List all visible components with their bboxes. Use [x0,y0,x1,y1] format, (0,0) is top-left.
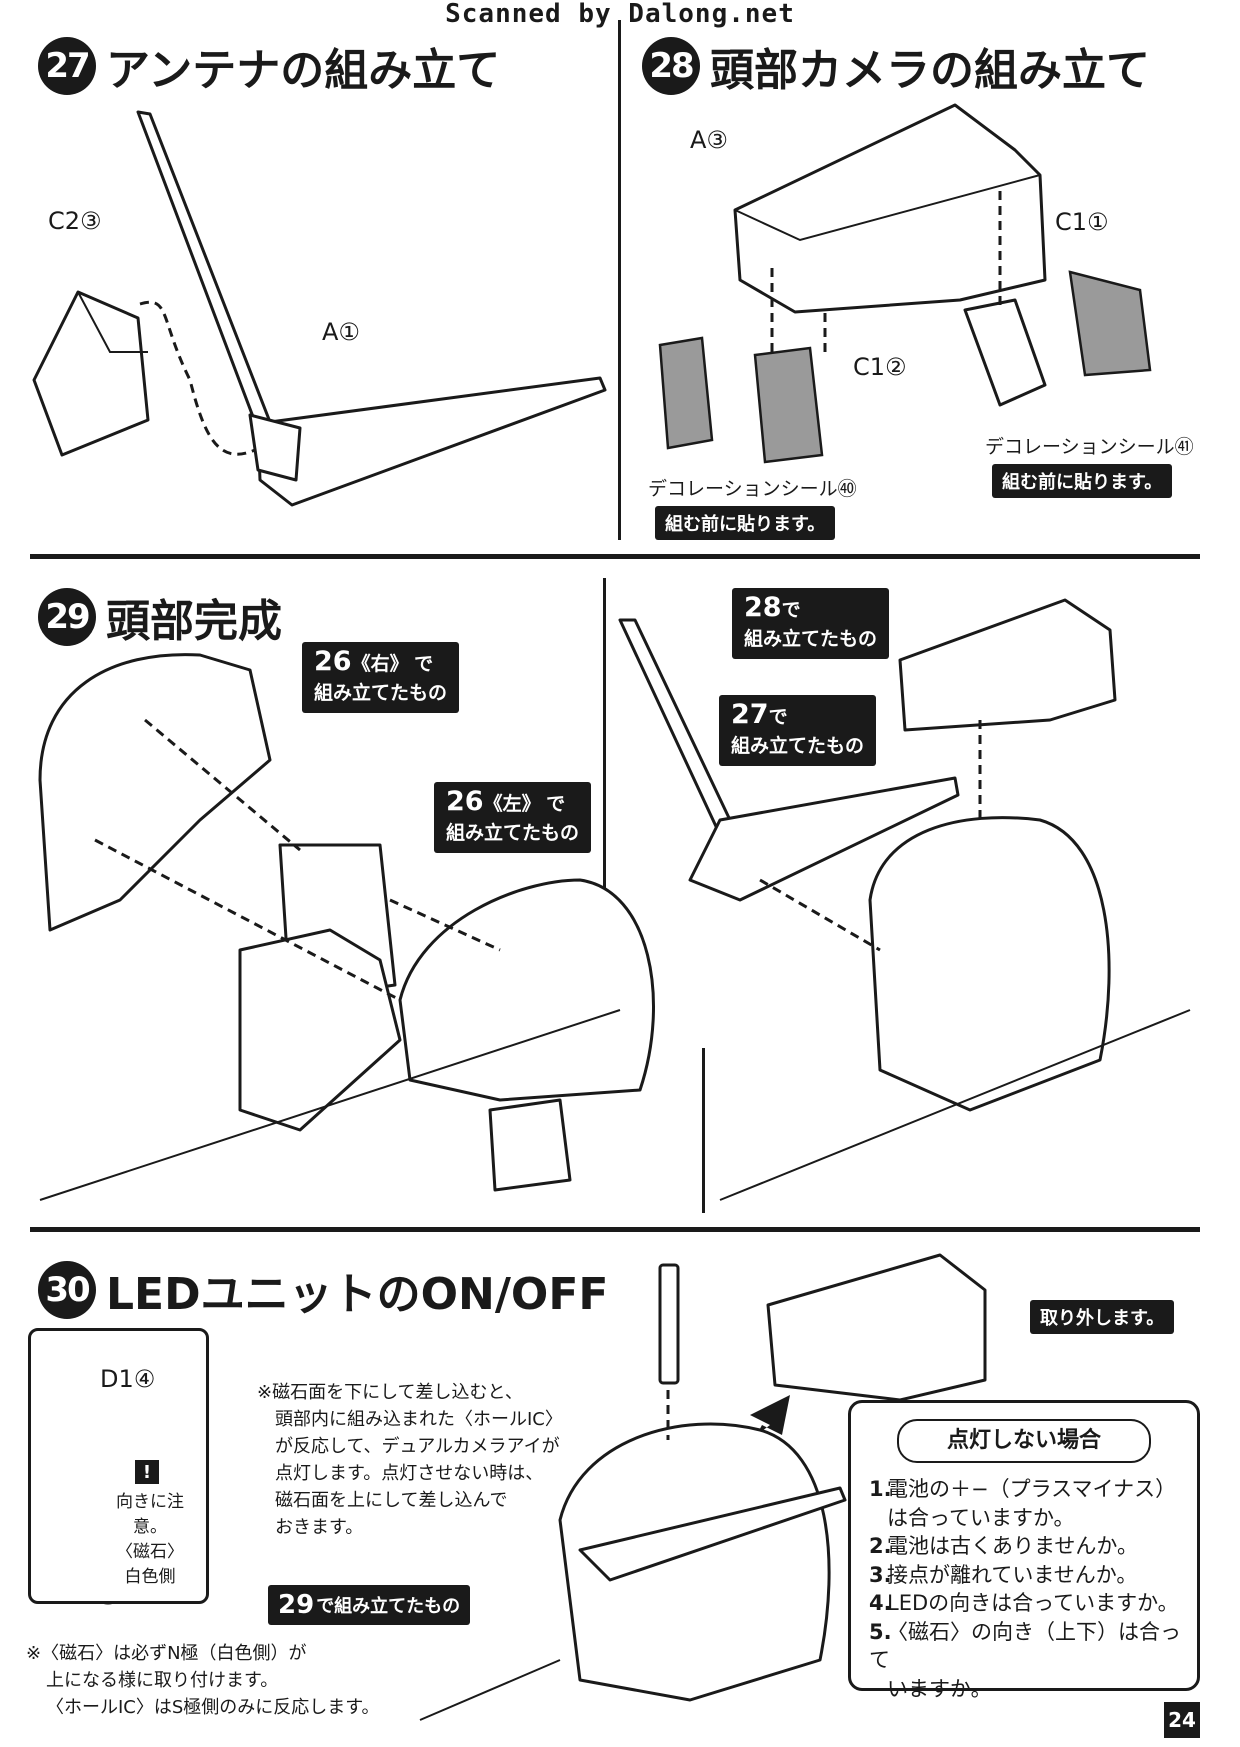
divider-vertical-mid-a [603,578,606,960]
step-28-header: 28 頭部カメラの組み立て [642,34,1150,98]
troubleshooting-title: 点灯しない場合 [897,1419,1151,1463]
callout-26-right-num: 26 [314,646,352,677]
seal-40-note: 組む前に貼ります。 [655,506,836,540]
part-label-a3: A③ [690,126,728,154]
instruction-line-2: 頭部内に組み込まれた〈ホールIC〉 [275,1409,563,1430]
page-number: 24 [1164,1702,1200,1738]
troubleshooting-item-text: 電池の＋−（プラスマイナス） [887,1477,1177,1501]
step-29-number: 29 [38,588,96,646]
instruction-line-1: ※磁石面を下にして差し込むと、 [257,1382,523,1403]
footnote-line-3: 〈ホールIC〉はS極側のみに反応します。 [46,1697,380,1718]
step-29-header: 29 頭部完成 [38,585,282,649]
callout-27-num: 27 [731,699,769,730]
callout-26-right: 26《右》 で 組み立てたもの [302,642,460,713]
part-label-c1-1: C1① [1055,208,1109,236]
divider-top [30,554,1200,559]
troubleshooting-item-number: 3. [869,1562,892,1587]
led-detail-panel [28,1328,209,1604]
callout-27-text: 組み立てたもの [731,735,865,757]
callout-28-de: で [781,599,801,621]
step-30-number: 30 [38,1261,96,1319]
troubleshooting-item: 2.電池は古くありませんか。 [869,1532,1197,1561]
troubleshooting-item-number: 2. [869,1534,892,1558]
callout-28: 28で 組み立てたもの [732,588,890,659]
troubleshooting-item: は合っていますか。 [869,1504,1197,1533]
troubleshooting-item-number: 5. [869,1619,892,1644]
callout-26-right-de: で [414,653,434,675]
callout-26-left-side: 《左》 [483,793,541,815]
troubleshooting-item-text: LEDの向きは合っていますか。 [887,1591,1179,1615]
callout-29-text: で組み立てたもの [316,1596,461,1617]
divider-vertical-top [618,20,621,540]
troubleshooting-item-text: は合っていますか。 [887,1505,1075,1530]
callout-28-text: 組み立てたもの [744,628,878,650]
callout-26-left-num: 26 [446,786,484,817]
callout-28-num: 28 [744,592,782,623]
seal-41-note: 組む前に貼ります。 [992,464,1173,498]
instruction-line-6: おきます。 [275,1517,364,1538]
callout-27-de: で [768,706,788,728]
troubleshooting-item-text: 電池は古くありませんか。 [887,1534,1138,1558]
warning-text: 向きに注意。 [116,1492,184,1537]
white-side-label: 白色側 [124,1567,176,1587]
troubleshooting-item-text: いますか。 [887,1676,992,1701]
troubleshooting-item: 5.〈磁石〉の向き（上下）は合って [869,1618,1197,1675]
step-27-title: アンテナの組み立て [106,45,501,96]
step-30-header: 30 LEDユニットのON/OFF [38,1258,608,1322]
callout-27: 27で 組み立てたもの [719,695,877,766]
step-27-header: 27 アンテナの組み立て [38,34,500,98]
part-label-a1: A① [322,318,360,346]
magnet-footnote: ※〈磁石〉は必ずN極（白色側）が 上になる様に取り付けます。 〈ホールIC〉はS… [26,1640,380,1721]
troubleshooting-item: 4.LEDの向きは合っていますか。 [869,1589,1197,1618]
troubleshooting-item: 3.接点が離れていませんか。 [869,1561,1197,1590]
callout-29: 29 で組み立てたもの [268,1585,471,1625]
troubleshooting-item-number: 1. [869,1477,892,1501]
hall-ic-instruction: ※磁石面を下にして差し込むと、 頭部内に組み込まれた〈ホールIC〉 が反応して、… [257,1379,563,1541]
callout-26-right-side: 《右》 [351,653,409,675]
troubleshooting-item-text: 〈磁石〉の向き（上下）は合って [869,1619,1181,1673]
magnet-label: 〈磁石〉 [116,1542,184,1562]
troubleshooting-item: いますか。 [869,1675,1197,1704]
callout-26-right-text: 組み立てたもの [314,682,448,704]
head-complete-illustration [618,598,1191,1201]
troubleshooting-item-number: 4. [869,1591,892,1615]
callout-26-left-text: 組み立てたもの [446,822,580,844]
step-30-title: LEDユニットのON/OFF [106,1269,609,1320]
divider-vertical-mid-b [702,1048,705,1213]
antenna-illustration [32,110,607,507]
seal-41-label: デコレーションシール㊶ [985,436,1194,458]
troubleshooting-list: 1.電池の＋−（プラスマイナス）は合っていますか。2.電池は古くありませんか。3… [869,1475,1197,1703]
exclamation-icon: ! [135,1460,159,1484]
callout-29-num: 29 [278,1590,315,1620]
troubleshooting-item-text: 接点が離れていませんか。 [887,1562,1138,1587]
divider-bottom [30,1227,1200,1232]
warning-block: 向きに注意。 〈磁石〉 白色側 [105,1490,195,1590]
step-28-number: 28 [642,37,700,95]
part-label-d1: D1④ [100,1365,156,1393]
part-label-c1-2: C1② [853,353,907,381]
instruction-line-3: が反応して、デュアルカメラアイが [275,1436,560,1457]
seal-40-label: デコレーションシール㊵ [648,478,857,500]
footnote-line-2: 上になる様に取り付けます。 [46,1670,279,1691]
troubleshooting-box: 点灯しない場合 1.電池の＋−（プラスマイナス）は合っていますか。2.電池は古く… [848,1400,1200,1701]
head-assembly-illustration [38,653,655,1201]
remove-note: 取り外します。 [1030,1300,1175,1334]
instruction-line-5: 磁石面を上にして差し込んで [275,1490,508,1511]
instruction-line-4: 点灯します。点灯させない時は、 [275,1463,544,1484]
step-27-number: 27 [38,37,96,95]
footnote-line-1: ※〈磁石〉は必ずN極（白色側）が [26,1643,307,1664]
camera-housing-illustration [658,103,1152,464]
troubleshooting-item: 1.電池の＋−（プラスマイナス） [869,1475,1197,1504]
step-28-title: 頭部カメラの組み立て [710,45,1150,96]
part-label-c2: C2③ [48,207,102,235]
callout-26-left-de: で [546,793,566,815]
step-29-title: 頭部完成 [106,596,282,647]
callout-26-left: 26《左》 で 組み立てたもの [434,782,592,853]
